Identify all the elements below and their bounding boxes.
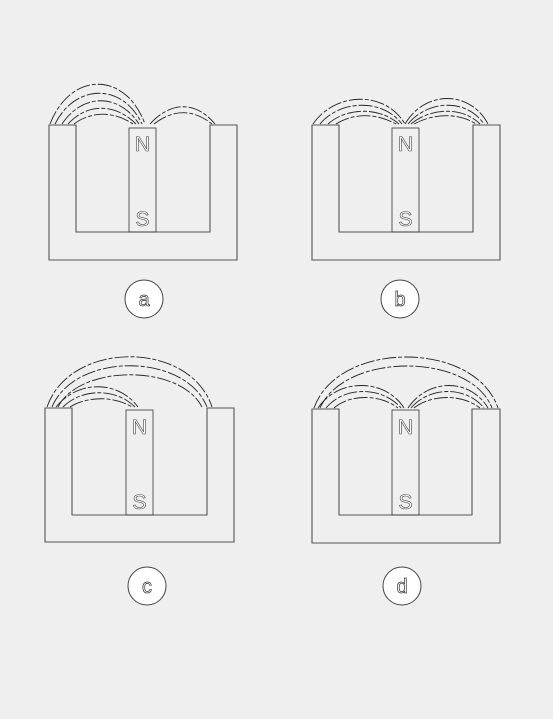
option-c-circle[interactable] xyxy=(127,566,167,606)
field-lines-b xyxy=(312,98,489,125)
south-pole-label: S xyxy=(132,491,146,514)
option-b-circle[interactable] xyxy=(380,279,420,319)
yoke-a xyxy=(48,124,238,261)
yoke-b xyxy=(311,124,501,261)
yoke-d xyxy=(311,408,501,544)
magnet-b xyxy=(391,127,420,233)
option-d-circle[interactable] xyxy=(382,566,422,606)
field-lines-d xyxy=(313,356,499,409)
magnet-a xyxy=(128,127,157,233)
magnet-d xyxy=(391,409,420,516)
diagram-b: N S b xyxy=(311,98,501,319)
south-pole-label: S xyxy=(398,491,412,514)
north-pole-label: N xyxy=(398,416,413,439)
option-c-label: c xyxy=(142,576,152,598)
yoke-c xyxy=(44,407,235,543)
field-lines-c xyxy=(46,356,213,408)
field-lines-a xyxy=(49,83,216,125)
option-d-label: d xyxy=(396,576,407,598)
diagram-a: N S a xyxy=(48,83,238,319)
option-a-label: a xyxy=(138,289,150,311)
south-pole-label: S xyxy=(398,208,412,231)
north-pole-label: N xyxy=(398,133,413,156)
option-a-circle[interactable] xyxy=(124,279,164,319)
north-pole-label: N xyxy=(135,133,150,156)
magnet-c xyxy=(125,409,154,516)
option-b-label: b xyxy=(394,289,405,311)
diagram-d: N S d xyxy=(311,356,501,606)
diagram-c: N S c xyxy=(44,356,235,606)
south-pole-label: S xyxy=(135,208,149,231)
north-pole-label: N xyxy=(132,416,147,439)
